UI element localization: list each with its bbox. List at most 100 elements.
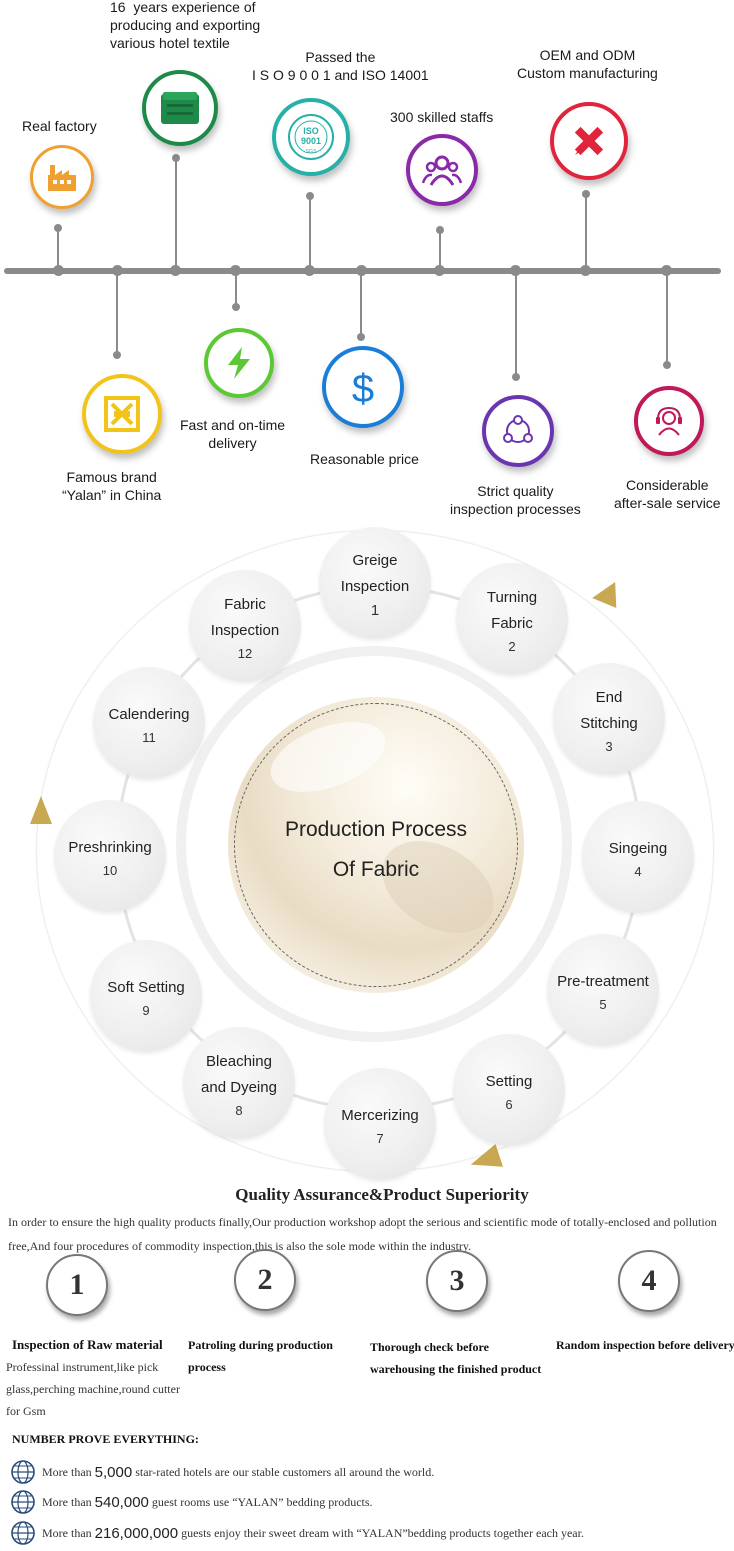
step-name: Bleaching and Dyeing <box>201 1052 277 1096</box>
procedure-heading: Random inspection before delivery <box>556 1338 734 1352</box>
step-name: Turning Fabric <box>486 588 538 632</box>
step-number: 5 <box>599 996 607 1012</box>
procedure-number-badge: 1 <box>46 1254 108 1316</box>
label-service: Considerable after-sale service <box>614 477 721 511</box>
timeline-stem-end <box>436 226 444 234</box>
label-delivery: Fast and on-time delivery <box>180 417 286 451</box>
svg-text:$: $ <box>352 367 374 410</box>
step-number: 7 <box>376 1130 384 1146</box>
timeline-stem <box>439 230 441 268</box>
row-prefix: More than <box>42 1464 92 1479</box>
label-oem: OEM and ODM Custom manufacturing <box>517 47 658 81</box>
center-title-line2: Of Fabric <box>332 858 420 881</box>
step-name: Preshrinking <box>68 838 152 856</box>
timeline-stem-end <box>113 351 121 359</box>
process-step: Mercerizing 7 <box>324 1068 436 1180</box>
timeline-dot <box>356 265 367 276</box>
timeline-stem <box>116 274 118 354</box>
inner-ring <box>176 646 572 1042</box>
globe-icon <box>11 1490 35 1514</box>
timeline-dot <box>580 265 591 276</box>
step-name: Calendering <box>108 705 190 723</box>
step-name: Fabric Inspection <box>210 595 280 639</box>
dollar-icon: $ <box>322 346 404 428</box>
process-step: Preshrinking 10 <box>54 800 166 912</box>
label-real-factory: Real factory <box>22 118 97 134</box>
step-name: Setting <box>485 1072 533 1090</box>
procedure-number-badge: 2 <box>234 1249 296 1311</box>
row-suffix: star-rated hotels are our stable custome… <box>135 1464 435 1479</box>
timeline-stem-end <box>306 192 314 200</box>
timeline-dot <box>510 265 521 276</box>
procedure-heading: Thorough check before warehousing the fi… <box>370 1340 542 1376</box>
process-step: Setting 6 <box>453 1034 565 1146</box>
timeline-stem <box>666 274 668 364</box>
procedure-description: Professinal instrument,like pick glass,p… <box>6 1360 180 1418</box>
factory-icon <box>30 145 94 209</box>
flow-arrow-icon <box>30 796 52 824</box>
timeline-stem <box>515 274 517 376</box>
row-prefix: More than <box>42 1525 92 1540</box>
design-tools-icon <box>550 102 628 180</box>
timeline-stem-end <box>232 303 240 311</box>
hotel-textile-icon <box>142 70 218 146</box>
step-number: 1 <box>370 601 380 619</box>
step-number: 11 <box>142 729 156 745</box>
row-suffix: guest rooms use “YALAN” bedding products… <box>151 1494 373 1509</box>
timeline-dot <box>112 265 123 276</box>
numbers-row: More than 540,000 guest rooms use “YALAN… <box>10 1488 373 1516</box>
timeline-dot <box>170 265 181 276</box>
label-price: Reasonable price <box>310 451 419 467</box>
procedure-number-badge: 3 <box>426 1250 488 1312</box>
row-prefix: More than <box>42 1494 92 1509</box>
yalan-logo-icon <box>82 374 162 454</box>
step-name: End Stitching <box>580 688 638 732</box>
row-value: 540,000 <box>94 1493 149 1511</box>
step-number: 9 <box>142 1002 150 1018</box>
timeline-stem-end <box>582 190 590 198</box>
label-inspection: Strict quality inspection processes <box>450 483 581 517</box>
lightning-icon <box>204 328 274 398</box>
procedure-number-badge: 4 <box>618 1250 680 1312</box>
center-title: Production Process Of Fabric <box>228 810 524 890</box>
step-number: 4 <box>634 863 642 879</box>
step-name: Greige Inspection <box>340 551 410 595</box>
step-number: 12 <box>237 645 253 661</box>
quality-title: Quality Assurance&Product Superiority <box>235 1185 529 1204</box>
process-step: Soft Setting 9 <box>90 940 202 1052</box>
step-number: 3 <box>605 738 613 754</box>
numbers-row: More than 216,000,000 guests enjoy their… <box>10 1519 584 1547</box>
timeline-stem <box>360 274 362 336</box>
timeline-stem <box>309 196 311 268</box>
step-name: Singeing <box>608 839 668 857</box>
numbers-title: NUMBER PROVE EVERYTHING: <box>12 1432 199 1446</box>
row-value: 216,000,000 <box>94 1524 179 1542</box>
process-step: Greige Inspection 1 <box>319 527 431 639</box>
svg-text:SGS: SGS <box>306 149 317 155</box>
process-step: Calendering 11 <box>93 667 205 779</box>
step-number: 10 <box>102 862 118 878</box>
timeline-stem-end <box>663 361 671 369</box>
label-staffs: 300 skilled staffs <box>390 109 494 125</box>
timeline-dot <box>304 265 315 276</box>
row-suffix: guests enjoy their sweet dream with “YAL… <box>181 1525 584 1540</box>
timeline-dot <box>434 265 445 276</box>
step-name: Pre-treatment <box>557 972 649 990</box>
timeline-dot <box>230 265 241 276</box>
process-step: End Stitching 3 <box>553 663 665 775</box>
timeline-stem <box>585 194 587 268</box>
headset-support-icon <box>634 386 704 456</box>
timeline-stem-end <box>357 333 365 341</box>
process-step: Singeing 4 <box>582 801 694 913</box>
step-number: 6 <box>505 1096 513 1112</box>
numbers-row: More than 5,000 star-rated hotels are ou… <box>10 1458 434 1486</box>
svg-text:ISO: ISO <box>303 126 319 136</box>
timeline-stem <box>175 158 177 268</box>
label-experience: 16 years experience of producing and exp… <box>110 0 261 51</box>
timeline-stem-end <box>512 373 520 381</box>
row-value: 5,000 <box>94 1463 133 1481</box>
quality-intro: In order to ensure the high quality prod… <box>8 1215 717 1253</box>
process-step: Turning Fabric 2 <box>456 563 568 675</box>
globe-icon <box>11 1521 35 1545</box>
